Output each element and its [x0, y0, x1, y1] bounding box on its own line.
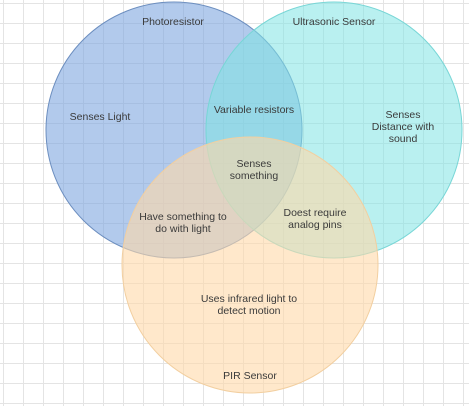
region-ultrasonic-pir: Doest require analog pins: [283, 207, 347, 231]
pir-sensor-label: PIR Sensor: [223, 370, 277, 382]
ultrasonic-sensor-label: Ultrasonic Sensor: [292, 16, 376, 28]
region-photoresistor-ultrasonic: Variable resistors: [213, 104, 295, 116]
photoresistor-label: Photoresistor: [142, 16, 204, 28]
region-photoresistor-only: Senses Light: [69, 111, 131, 123]
region-ultrasonic-only: Senses Distance with sound: [371, 109, 435, 145]
region-pir-only: Uses infrared light to detect motion: [200, 293, 298, 317]
circle-pir-sensor[interactable]: [121, 136, 379, 394]
region-all-three: Senses something: [229, 158, 279, 182]
region-photoresistor-pir: Have something to do with light: [139, 211, 227, 235]
